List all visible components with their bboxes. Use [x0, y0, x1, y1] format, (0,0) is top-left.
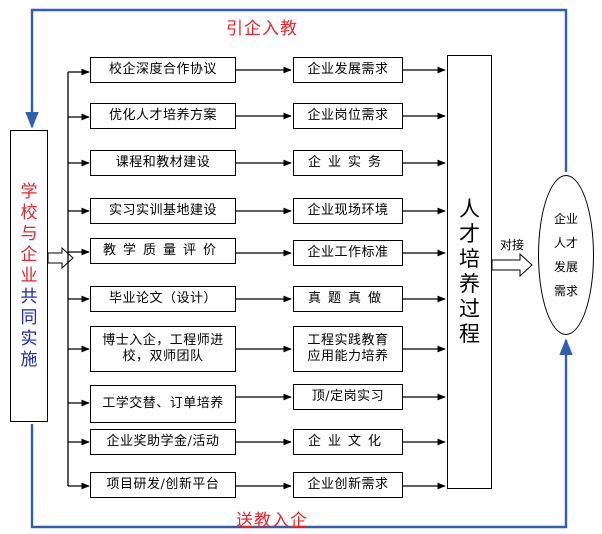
school-box: 实习实训基地建设	[90, 198, 236, 224]
bottom-loop-line	[30, 338, 573, 529]
enterprise-box: 企业现场环境	[293, 198, 403, 224]
left-box-char: 施	[20, 349, 38, 370]
school-box: 毕业论文（设计）	[90, 286, 236, 312]
school-box: 企业奖助学金/活动	[90, 429, 236, 455]
target-line: 需求	[553, 284, 578, 298]
school-enterprise-box: 学 校 与 企 业 共 同 实 施	[10, 130, 48, 422]
left-box-char: 企	[20, 244, 38, 265]
left-box-char: 校	[20, 202, 38, 223]
left-box-char: 与	[20, 223, 38, 244]
target-line: 人才	[553, 236, 578, 250]
top-loop-label: 引企入教	[226, 19, 298, 39]
left-box-char: 共	[20, 286, 38, 307]
enterprise-box: 企业发展需求	[293, 57, 403, 83]
process-char: 养	[459, 272, 480, 296]
target-line: 发展	[553, 260, 578, 274]
talent-training-process-box: 人 才 培 养 过 程	[447, 55, 492, 489]
process-char: 才	[459, 222, 480, 246]
connector-label: 对接	[500, 238, 525, 252]
school-box: 教学质量评价	[90, 238, 236, 264]
process-char: 程	[459, 322, 480, 346]
school-box: 博士入企，工程师进校，双师团队	[90, 326, 236, 372]
row-lines	[68, 66, 446, 490]
enterprise-box: 企业工作标准	[293, 240, 403, 266]
school-box: 优化人才培养方案	[90, 103, 236, 129]
left-box-char: 同	[20, 307, 38, 328]
left-hollow-arrow	[47, 246, 74, 270]
enterprise-box: 企业实务	[293, 150, 403, 176]
process-char: 过	[459, 297, 480, 321]
left-box-char: 实	[20, 328, 38, 349]
school-box: 校企深度合作协议	[90, 57, 236, 83]
enterprise-box: 企业文化	[293, 429, 403, 455]
process-char: 培	[459, 247, 480, 271]
school-box: 课程和教材建设	[90, 150, 236, 176]
enterprise-box: 顶/定岗实习	[293, 384, 403, 410]
left-box-char: 学	[20, 181, 38, 202]
enterprise-box: 真题真做	[293, 286, 403, 312]
bottom-loop-label: 送教入企	[236, 511, 308, 531]
left-box-char: 业	[20, 265, 38, 286]
right-hollow-arrow	[491, 252, 533, 278]
enterprise-demand-ellipse: 企业 人才 发展 需求	[538, 175, 594, 335]
school-box: 工学交替、订单培养	[90, 385, 236, 423]
enterprise-box: 企业岗位需求	[293, 103, 403, 129]
enterprise-box: 企业创新需求	[293, 472, 403, 498]
target-line: 企业	[553, 212, 578, 226]
top-loop-line	[25, 8, 568, 172]
enterprise-box: 工程实践教育应用能力培养	[293, 326, 403, 372]
process-char: 人	[459, 197, 480, 221]
school-box: 项目研发/创新平台	[90, 472, 236, 498]
